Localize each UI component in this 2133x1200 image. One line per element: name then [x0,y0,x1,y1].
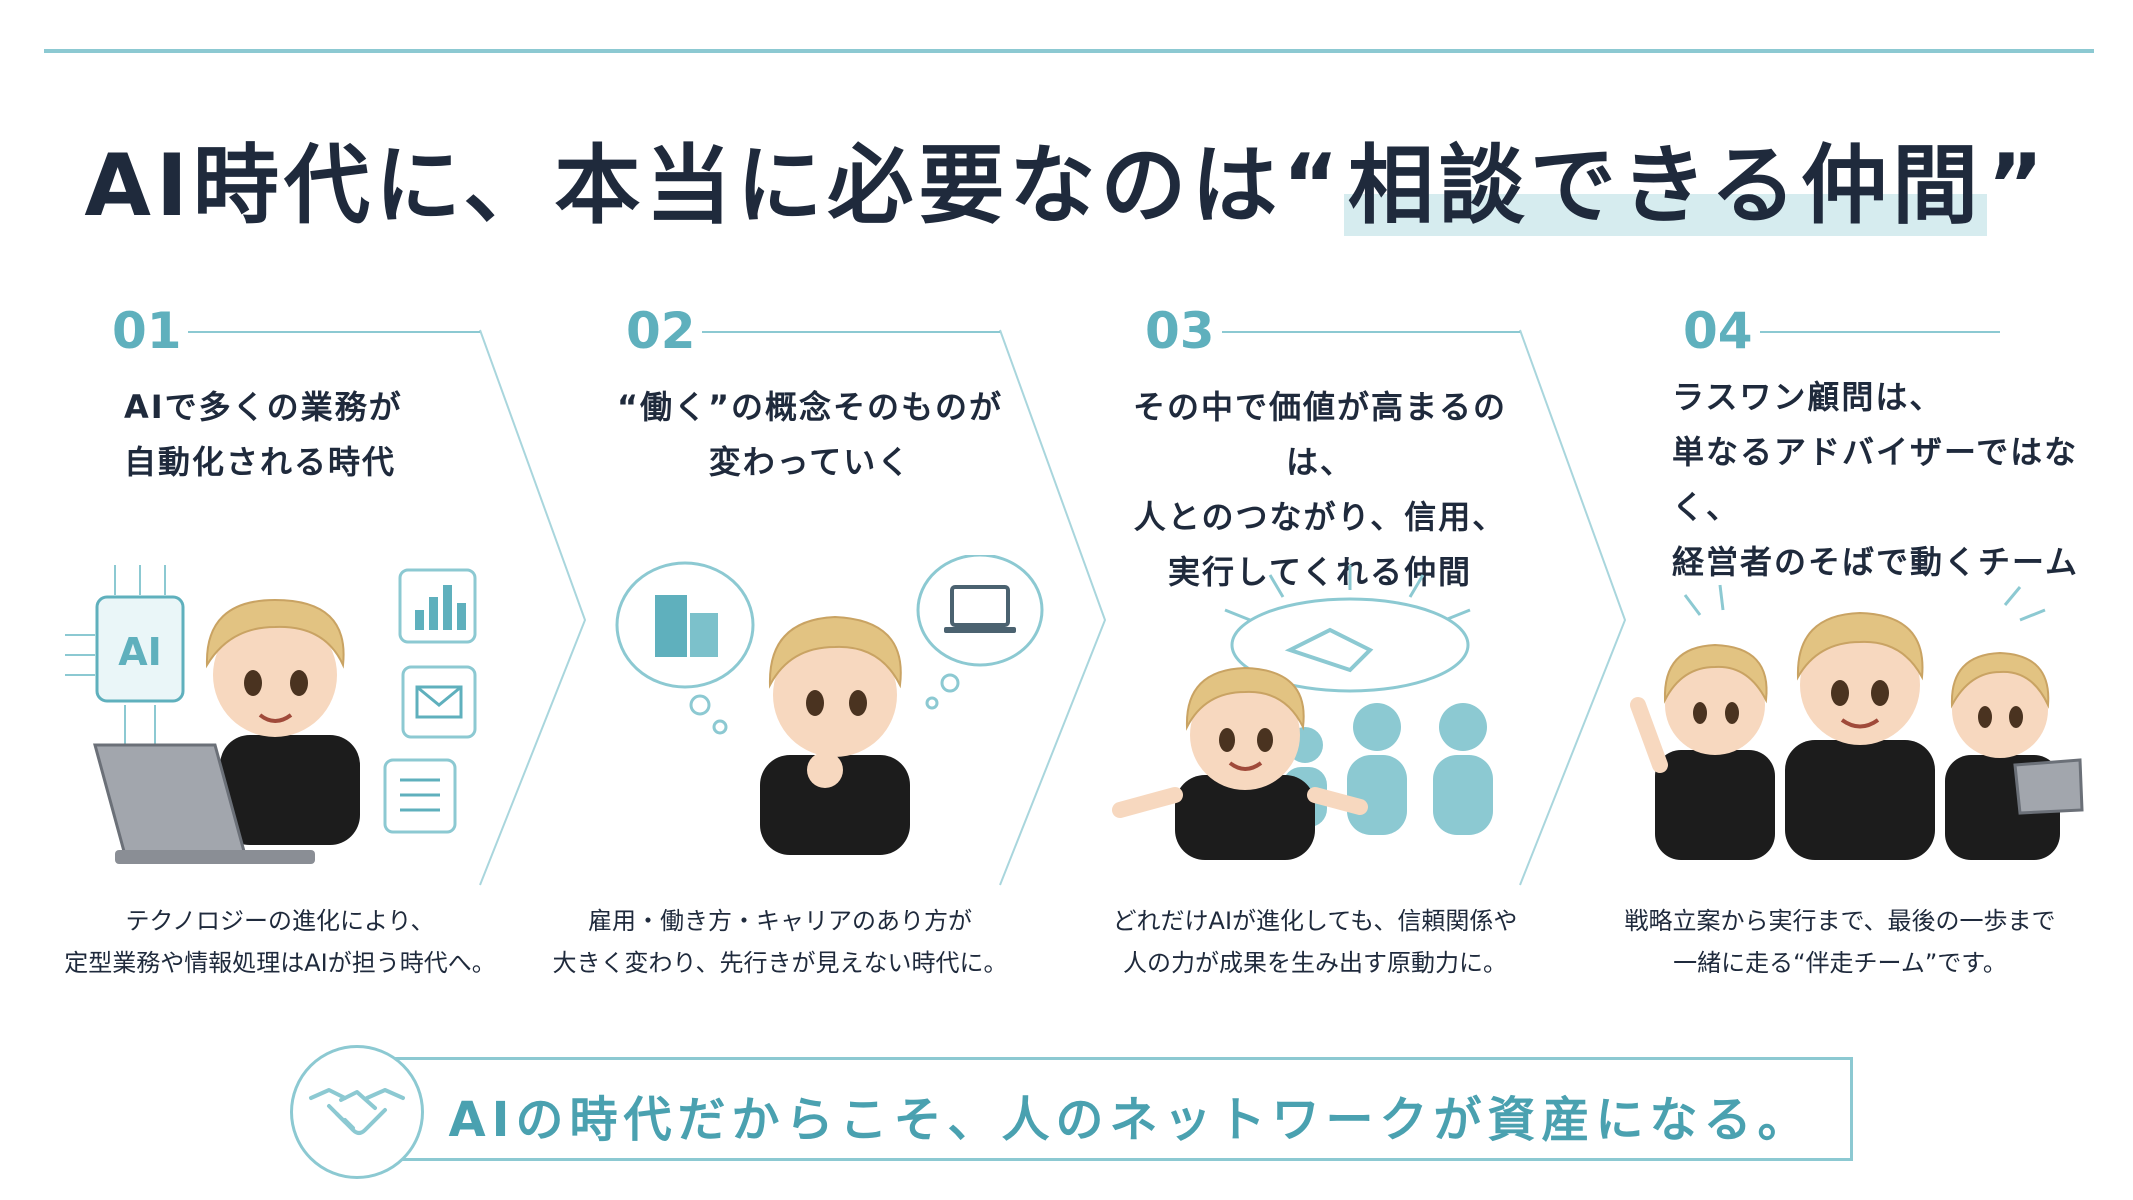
character-avatar-right [1945,651,2084,860]
spark-lines [1683,584,2046,622]
step-04-illustration [1630,584,2084,860]
step-number-line [1760,331,2000,333]
step-description: どれだけAIが進化しても、信頼関係や 人の力が成果を生み出す原動力に。 [1112,907,1518,977]
step-description: 戦略立案から実行まで、最後の一歩まで 一緒に走る“伴走チーム”です。 [1624,907,2056,977]
laptop-icon [944,585,1016,633]
character-avatar [1112,666,1368,860]
chart-icon [398,568,477,644]
step-01-illustration: AI [65,565,477,864]
title-prefix: AI時代に、本当に必要なのは“ [84,136,1344,236]
team-icon [1630,611,2084,860]
building-icon [655,595,718,657]
character-avatar [205,598,360,845]
step-description: テクノロジーの進化により、 定型業務や情報処理はAIが担う時代へ。 [64,907,496,977]
thought-bubble-building [615,561,755,735]
step-description: 雇用・働き方・キャリアのあり方が 大きく変わり、先行きが見えない時代に。 [552,907,1008,977]
top-divider [44,49,2094,53]
title-suffix: ” [1987,136,2049,236]
step-heading: AIで多くの業務が 自動化される時代 [124,388,403,481]
title-highlight: 相談できる仲間 [1343,136,1988,236]
footer-icon-circle [290,1045,424,1179]
step-03-illustration [1112,565,1493,860]
thought-bubble-laptop [916,555,1044,710]
mail-icon [401,665,477,739]
ai-chip-icon: AI [95,595,185,703]
document-icon [383,758,457,834]
character-avatar [760,615,910,855]
step-number: 02 [626,302,696,360]
handshake-icon [1230,597,1470,693]
step-number-line [1222,331,1520,333]
character-avatar-center [1785,611,1935,860]
step-number: 04 [1683,302,1753,360]
step-number: 01 [112,302,182,360]
laptop-icon [93,743,315,864]
step-number: 03 [1145,302,1215,360]
character-avatar-left [1630,643,1775,860]
step-heading: その中で価値が高まるのは、 人とのつながり、信用、 実行してくれる仲間 [1132,388,1507,591]
step-02-illustration [615,555,1044,855]
step-number-line [188,331,480,333]
footer-message: AIの時代だからこそ、人のネットワークが資産になる。 [448,1092,1812,1148]
handshake-icon [309,1088,405,1135]
ai-chip-label: AI [118,630,162,674]
step-number-line [702,331,1000,333]
page-title: AI時代に、本当に必要なのは“相談できる仲間” [0,115,2133,240]
step-heading: “働く”の概念そのものが 変わっていく [616,388,1004,481]
step-heading: ラスワン顧問は、 単なるアドバイザーではなく、 経営者のそばで動くチーム [1672,378,2080,581]
